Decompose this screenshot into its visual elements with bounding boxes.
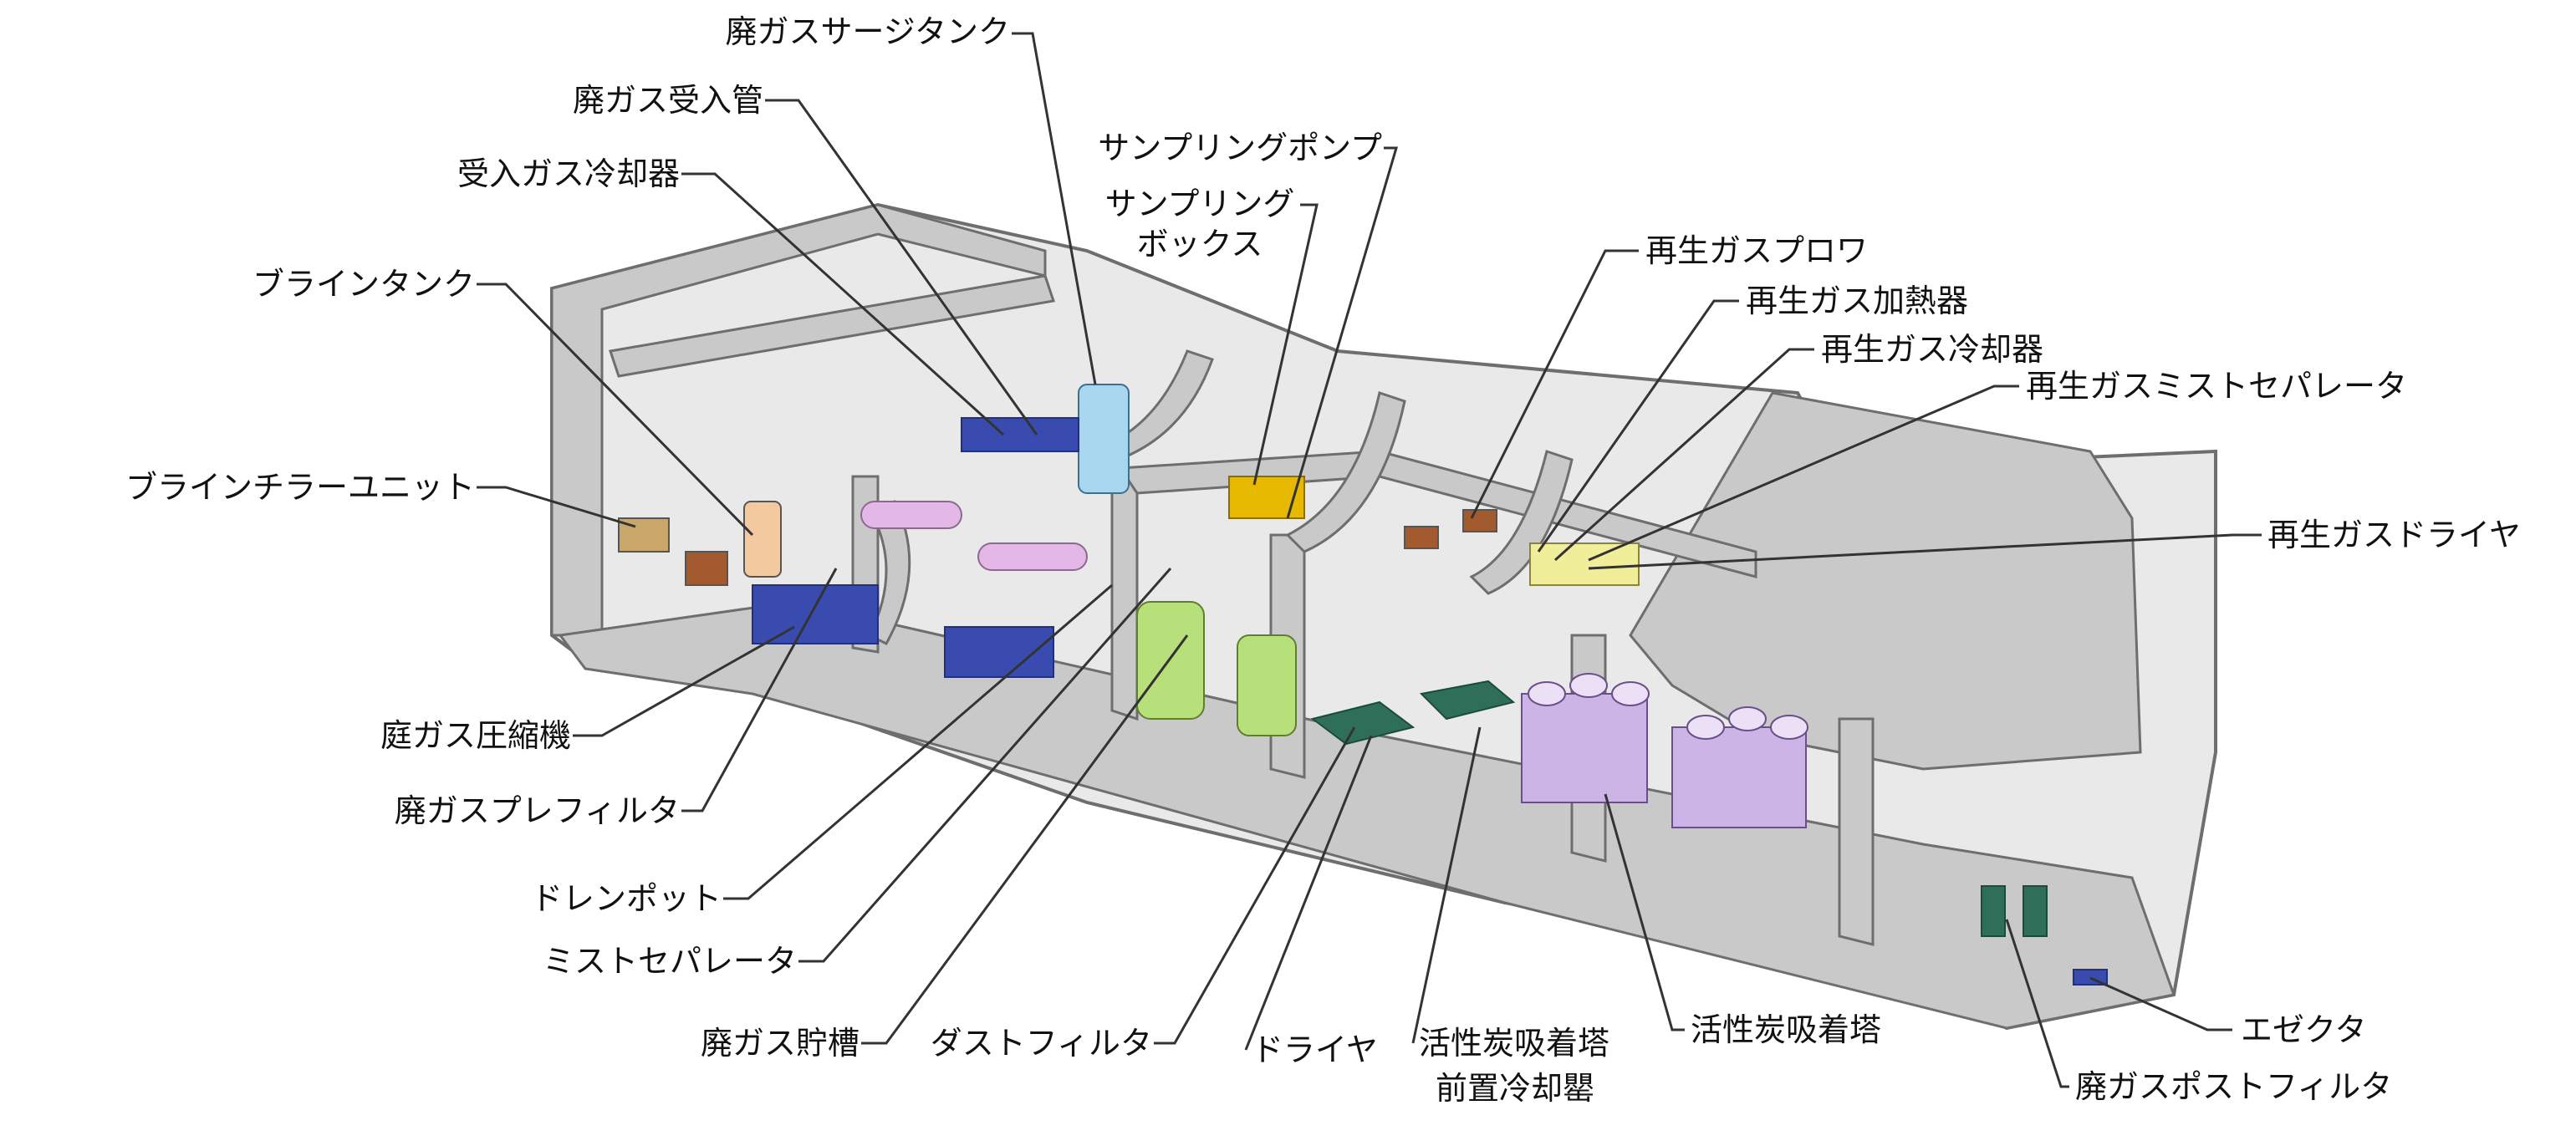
label-waste-gas-prefilter: 廃ガスプレフィルタ [394,792,680,829]
regen-equipment-shape [1404,509,1640,586]
leader-ejector [2089,976,2232,1031]
curved-duct-3 [1469,450,1574,595]
label-waste-gas-storage-tank: 廃ガス貯槽 [700,1025,860,1062]
leader-compressor [573,625,795,737]
leader-regen-cooler [1553,348,1814,562]
leader-sampling-box [1252,203,1319,486]
label-regen-gas-cooler: 再生ガス冷却器 [1821,331,2044,368]
label-sampling-box-line1: サンプリング [1104,186,1295,222]
leader-mist-separator [798,568,1172,963]
leader-storage-tank [861,634,1189,1045]
label-sampling-pump: サンプリングポンプ [1098,130,1382,166]
leader-regen-blower [1470,249,1639,519]
post-filter-shape [1981,885,2048,937]
dust-filter-dryer-shape [1310,680,1516,746]
garden-gas-compressor-shape [752,584,879,644]
leader-surge-tank [1012,32,1097,385]
carbon-adsorption-towers-shape [1521,673,1808,828]
label-mist-separator: ミストセパレータ [542,943,797,980]
label-ejector: エゼクタ [2241,1011,2367,1048]
label-waste-gas-inlet-pipe: 廃ガス受入管 [572,82,763,119]
label-inlet-gas-cooler: 受入ガス冷却器 [457,155,680,192]
waste-gas-surge-tank-shape [961,384,1130,494]
leader-prefilter [681,568,838,812]
waste-gas-prefilter-shape [944,626,1054,678]
leader-inlet-pipe [765,99,1038,435]
label-regen-gas-dryer: 再生ガスドライヤ [2267,517,2521,553]
label-carbon-precooler-line2: 前置冷却罌 [1436,1070,1595,1107]
label-dust-filter: ダストフィルタ [930,1025,1152,1062]
leader-drain-pot [723,583,1113,900]
leader-dust-filter [1154,726,1356,1045]
leader-sampling-pump [1286,146,1399,519]
label-garden-gas-compressor: 庭ガス圧縮機 [380,717,571,754]
leader-mist-separator-regen [1588,385,2019,562]
partition-2 [1110,466,1139,721]
pink-pipe-shapes [860,501,1088,571]
leader-inlet-cooler [681,172,1005,436]
label-regen-gas-heater: 再生ガス加熱器 [1746,283,1969,319]
leader-chiller [477,486,636,528]
label-brine-chiller-unit: ブラインチラーユニット [125,469,475,506]
label-carbon-precooler-line1: 活性炭吸着塔 [1419,1025,1610,1062]
leader-regen-dryer [1588,533,2262,570]
label-regen-gas-blower: 再生ガスプロワ [1645,232,1869,269]
label-waste-gas-post-filter: 廃ガスポストフィルタ [2075,1068,2393,1105]
leader-regen-heater [1537,299,1739,553]
label-carbon-adsorption-tower: 活性炭吸着塔 [1691,1011,1882,1048]
leader-dryer [1244,735,1373,1051]
leader-adsorption-tower [1604,793,1685,1031]
sampling-box-shape [1228,476,1305,519]
label-brine-tank: ブラインタンク [252,266,475,303]
label-dryer: ドライヤ [1252,1031,1378,1068]
label-regen-gas-mist-separator: 再生ガスミストセパレータ [2026,368,2408,405]
label-drain-pot: ドレンポット [530,880,722,917]
leader-brine-tank [477,283,754,537]
leader-post-filter [2005,919,2069,1088]
curved-duct-2 [1285,391,1406,553]
leader-lines [477,32,2262,1088]
label-waste-gas-surge-tank: 廃ガスサージタンク [725,13,1010,50]
leader-precooler [1411,726,1482,1044]
waste-gas-storage-tank-shape [1136,601,1297,736]
partition-5 [1838,717,1875,946]
curved-duct-4 [867,500,911,645]
label-sampling-box-line2: ボックス [1136,226,1263,262]
brine-tank-shape [743,501,782,578]
